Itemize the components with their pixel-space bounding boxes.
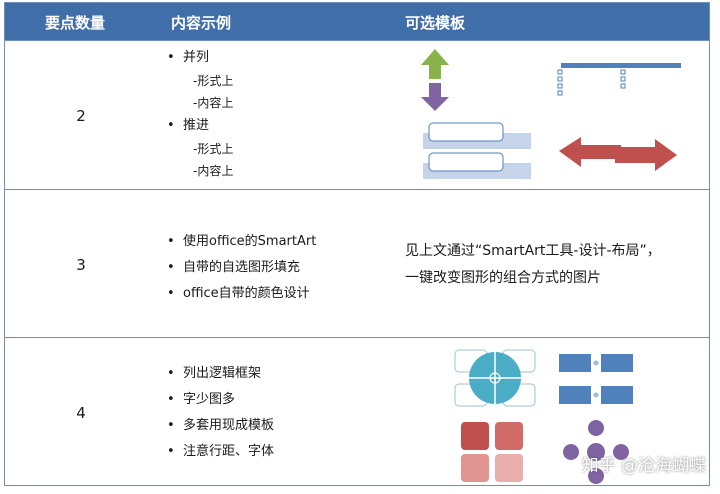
example-list: 并列 -形式上 -内容上 推进 -形式上 -内容上 <box>163 46 233 182</box>
point-count: 3 <box>76 256 86 274</box>
header-example: 内容示例 <box>171 14 232 32</box>
opposing-arrows-icon <box>559 137 677 171</box>
bullet-item: 使用office的SmartArt <box>163 229 316 255</box>
header-count: 要点数量 <box>45 14 106 32</box>
stacked-boxes-icon <box>423 122 531 179</box>
circle-cluster-icon <box>563 420 629 484</box>
table-row: 3 使用office的SmartArt 自带的自选图形填充 office自带的颜… <box>5 189 709 337</box>
bullet-item: 自带的自选图形填充 <box>163 255 316 281</box>
example-list: 使用office的SmartArt 自带的自选图形填充 office自带的颜色设… <box>163 229 316 307</box>
sub-item: -形式上 <box>193 74 234 88</box>
template-note: 见上文通过“SmartArt工具-设计-布局”， 一键改变图形的组合方式的图片 <box>405 238 661 292</box>
square-grid-icon <box>461 422 523 482</box>
template-table: 要点数量 内容示例 可选模板 2 并列 -形式上 -内容上 推进 -形式上 -内… <box>4 2 710 486</box>
bullet-item: 并列 <box>163 46 233 70</box>
table-header: 要点数量 内容示例 可选模板 <box>5 3 709 40</box>
table-list-icon <box>557 63 681 96</box>
bullet-item: 注意行距、字体 <box>163 439 274 465</box>
vertical-arrows-icon <box>421 49 449 111</box>
note-line: 一键改变图形的组合方式的图片 <box>405 270 601 286</box>
sub-item: -内容上 <box>193 96 234 110</box>
bullet-item: office自带的颜色设计 <box>163 281 316 307</box>
sub-item: -内容上 <box>193 164 234 178</box>
note-line: 见上文通过“SmartArt工具-设计-布局”， <box>405 243 661 259</box>
process-boxes-icon <box>559 354 633 404</box>
bullet-item: 多套用现成模板 <box>163 413 274 439</box>
point-count: 2 <box>76 107 86 125</box>
point-count: 4 <box>76 404 86 422</box>
bullet-item: 列出逻辑框架 <box>163 361 274 387</box>
table-row: 4 列出逻辑框架 字少图多 多套用现成模板 注意行距、字体 <box>5 337 709 485</box>
sub-item: -形式上 <box>193 142 234 156</box>
bullet-item: 推进 <box>163 114 233 138</box>
table-row: 2 并列 -形式上 -内容上 推进 -形式上 -内容上 <box>5 40 709 189</box>
watermark: 知乎 @沧海蝴蝶 <box>581 456 706 476</box>
bullet-item: 字少图多 <box>163 387 274 413</box>
example-list: 列出逻辑框架 字少图多 多套用现成模板 注意行距、字体 <box>163 361 274 465</box>
header-template: 可选模板 <box>405 14 466 32</box>
circle-matrix-icon <box>454 349 536 407</box>
